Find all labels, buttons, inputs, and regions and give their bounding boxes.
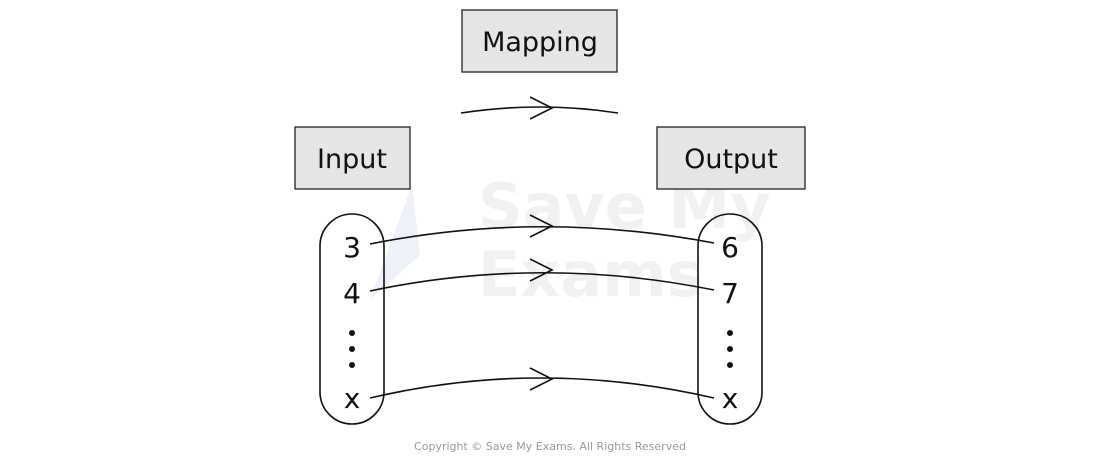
copyright-text: Copyright © Save My Exams. All Rights Re… <box>414 440 686 453</box>
output-set: 6 7 x <box>697 213 763 425</box>
mapping-label: Mapping <box>482 27 598 58</box>
input-continuation-dots <box>349 330 355 368</box>
arrow-4-to-7 <box>369 258 715 292</box>
input-value-x: x <box>344 382 361 415</box>
input-label: Input <box>317 144 387 175</box>
arrow-3-to-6 <box>369 214 715 245</box>
output-oval <box>697 213 763 425</box>
input-value-3: 3 <box>343 231 361 264</box>
input-oval <box>319 213 385 425</box>
mapping-box: Mapping <box>461 9 618 73</box>
watermark-logo-icon <box>370 185 420 300</box>
mapping-arrow <box>460 96 619 120</box>
output-value-x: x <box>722 382 739 415</box>
output-box: Output <box>656 126 806 190</box>
output-value-7: 7 <box>721 277 739 310</box>
input-box: Input <box>294 126 411 190</box>
output-label: Output <box>684 144 778 175</box>
arrow-x-to-x <box>369 367 715 399</box>
input-set: 3 4 x <box>319 213 385 425</box>
output-value-6: 6 <box>721 231 739 264</box>
input-value-4: 4 <box>343 277 361 310</box>
output-continuation-dots <box>727 330 733 368</box>
